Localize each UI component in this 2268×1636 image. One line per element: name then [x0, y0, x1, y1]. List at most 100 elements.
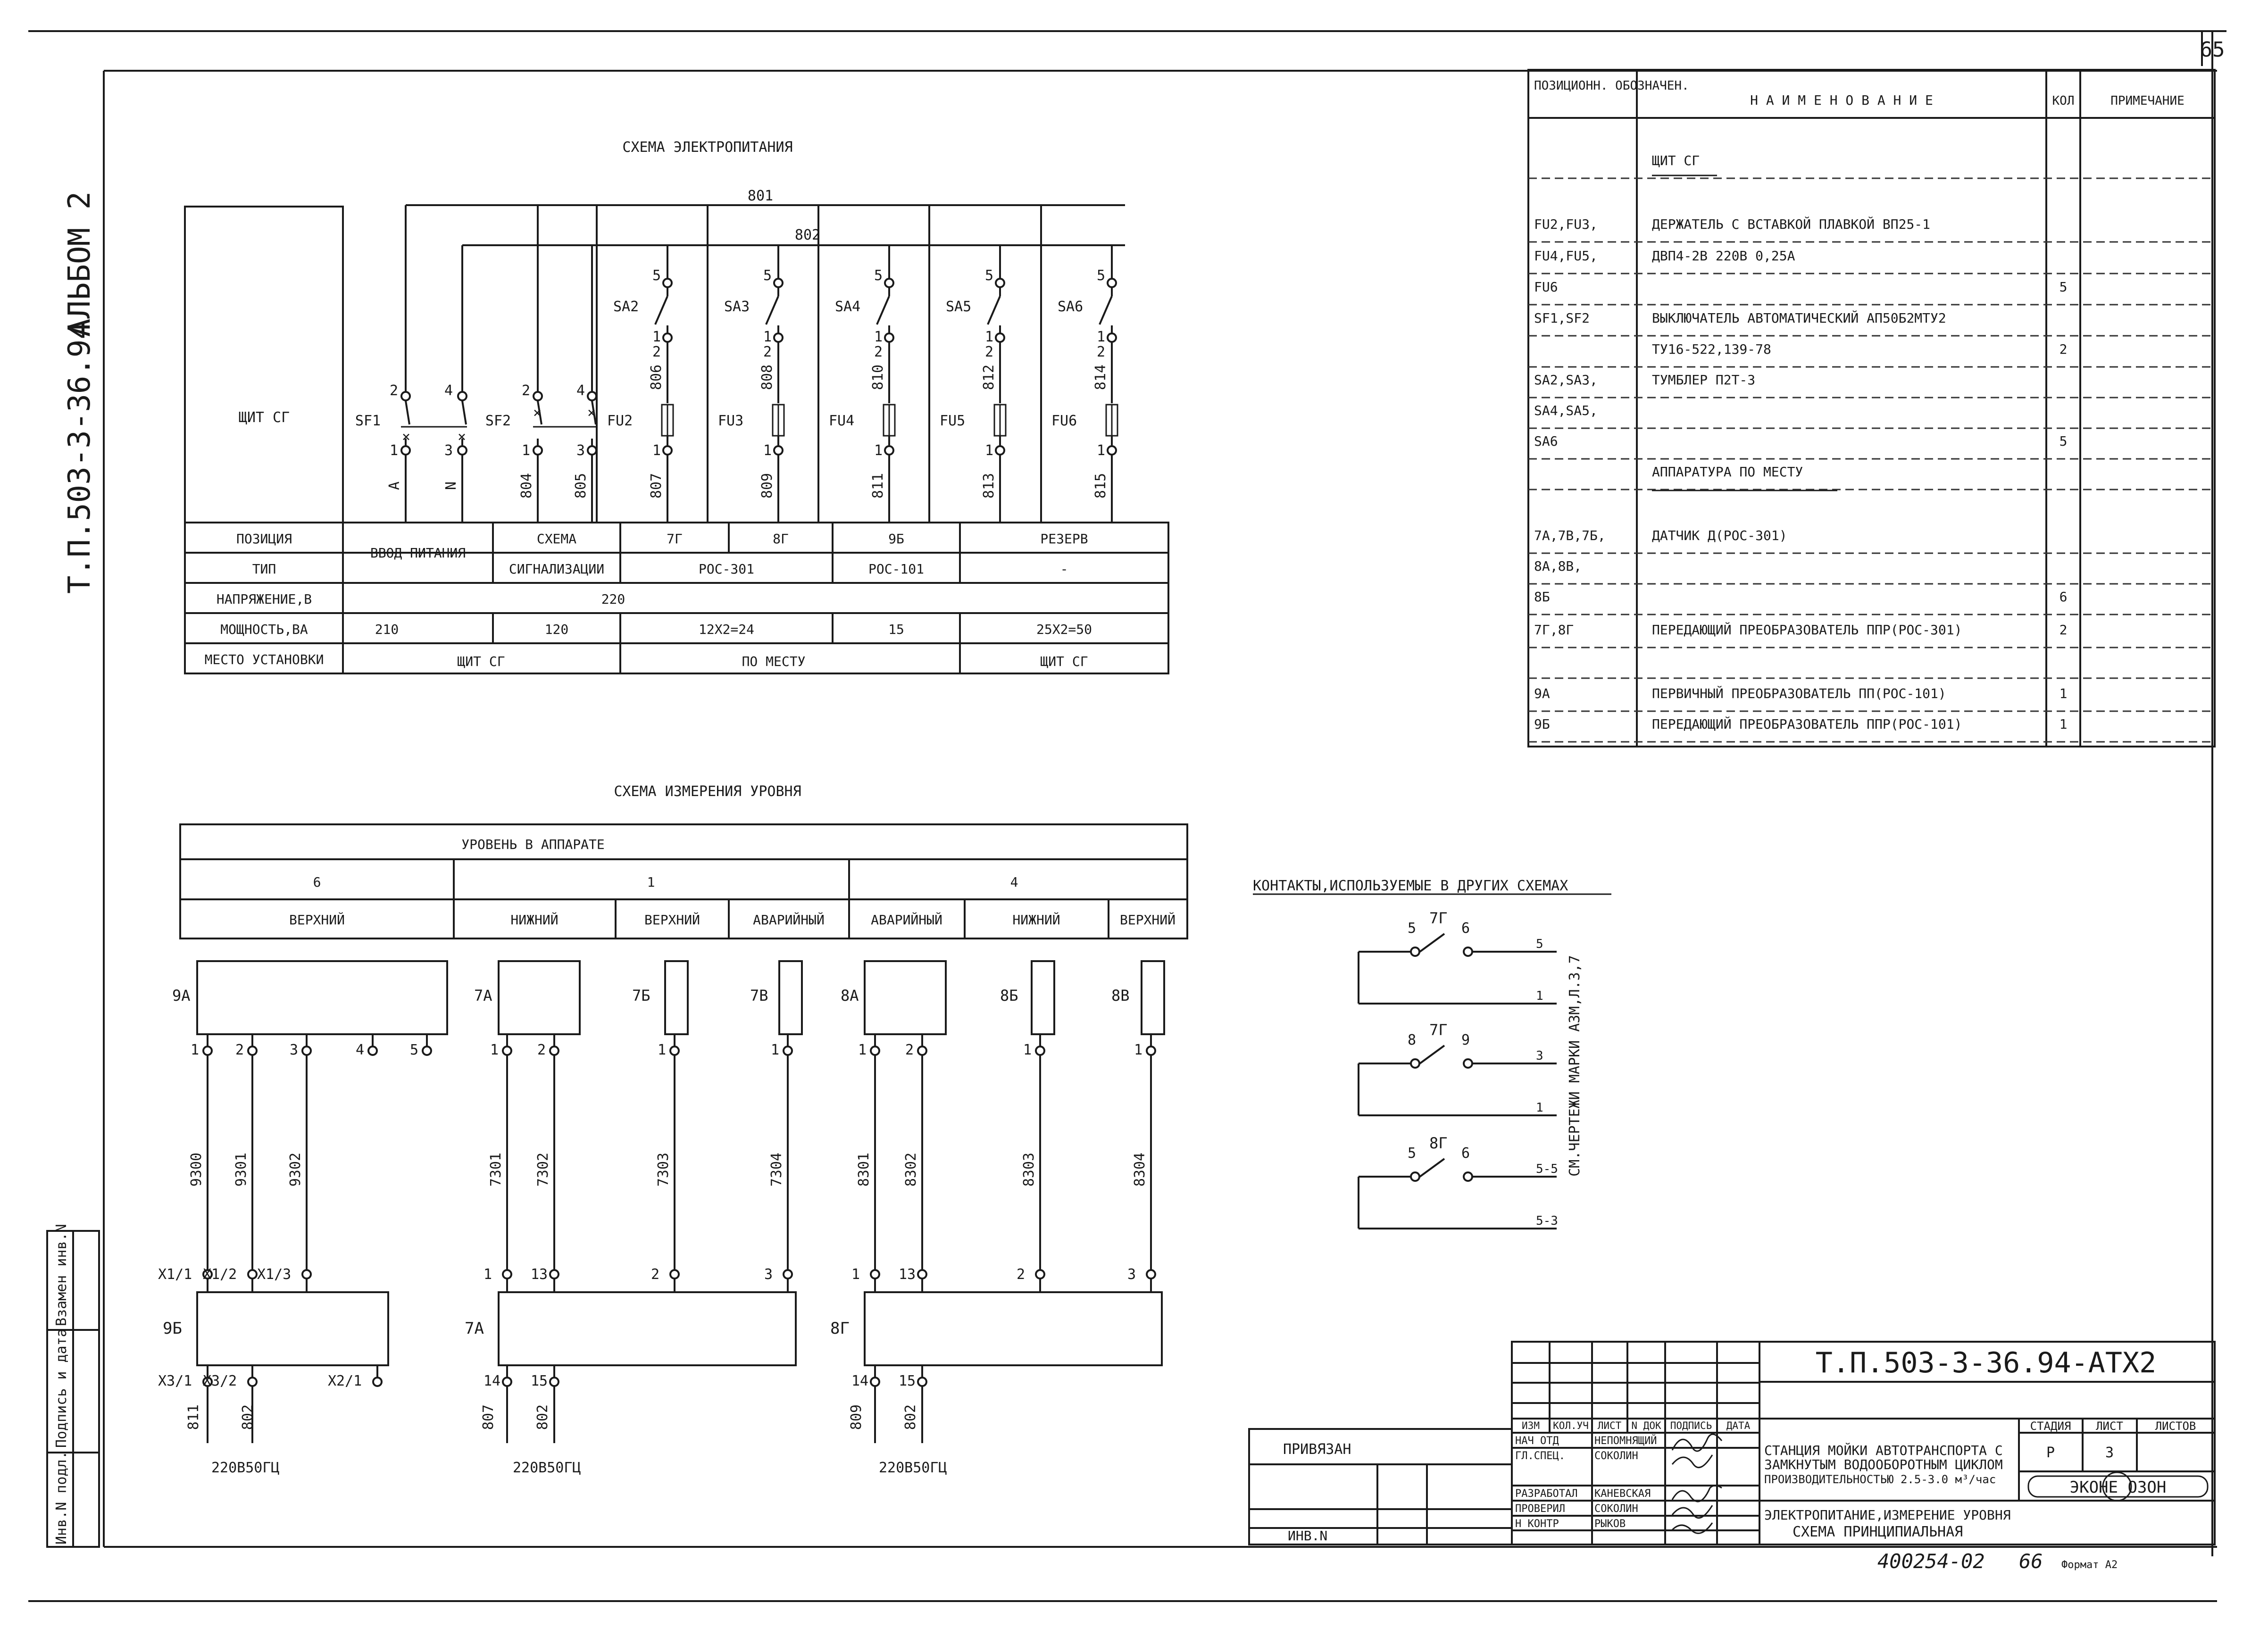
contacts-title: КОНТАКТЫ,ИСПОЛЬЗУЕМЫЕ В ДРУГИХ СХЕМАХ — [1253, 878, 1568, 894]
converter-1-in-label-1: 13 — [531, 1266, 548, 1283]
branch-3-pin-1: 1 — [985, 329, 993, 345]
sensor-label-6: 8В — [1111, 987, 1130, 1005]
spec-row-16-qty: 1 — [2060, 716, 2068, 732]
converter-2-in-label-3: 3 — [1127, 1266, 1136, 1283]
cell-type-ros101: РОС-101 — [868, 561, 924, 577]
branch-3-sa-label: SA5 — [946, 299, 971, 315]
spec-row-3-qty: 5 — [2060, 279, 2068, 295]
spec-head-name: Н А И М Е Н О В А Н И Е — [1750, 92, 1933, 108]
cell-power-2: 120 — [545, 622, 569, 637]
branch-2-fu-label: FU4 — [829, 413, 854, 429]
converter-1-out-pin-0 — [502, 1377, 512, 1387]
strip-vzamen: Взамен инв.N — [53, 1224, 70, 1326]
sensor-0-pin-0 — [202, 1046, 213, 1056]
spec-row-16-pos: 9Б — [1534, 716, 1550, 732]
branch-1-pin-5: 5 — [763, 267, 772, 284]
page-number: 65 — [2200, 38, 2225, 62]
cell-power-3: 12Х2=24 — [699, 622, 754, 637]
bus-802-label: 802 — [795, 227, 820, 243]
sf2-pin-2: 2 — [522, 382, 530, 399]
sensor-label-0: 9А — [172, 987, 191, 1005]
branch-2-wire-2: 811 — [870, 473, 886, 498]
row-label-voltage: НАПРЯЖЕНИЕ,В — [217, 591, 312, 607]
converter-1-in-pin-3 — [783, 1269, 793, 1279]
contact-1-pin-a-label: 8 — [1408, 1032, 1416, 1048]
sensor-label-3: 7В — [750, 987, 768, 1005]
level-col-2: НИЖНИЙ — [510, 912, 558, 928]
signature-3 — [1671, 1485, 1722, 1503]
contact-0-blade — [1419, 933, 1445, 953]
branch-1-pin-1: 1 — [763, 329, 772, 345]
cell-power-4: 15 — [888, 622, 904, 637]
contact-2-blade — [1419, 1158, 1445, 1178]
sensor-6-pin-num-0: 1 — [1134, 1042, 1142, 1058]
converter-box-0 — [196, 1291, 389, 1366]
stamp-role-2: ГЛ.СПЕЦ. — [1515, 1450, 1565, 1462]
sensor-label-1: 7А — [474, 987, 492, 1005]
cell-pos-reserve: РЕЗЕРВ — [1040, 531, 1088, 547]
spec-head-qty: КОЛ — [2052, 94, 2075, 108]
branch-0-fu-label: FU2 — [607, 413, 633, 429]
branch-0-pin-mid — [662, 332, 673, 343]
org-logo-text: ЭКОНЕ ОЗОН — [2070, 1478, 2167, 1497]
sf2-pin-3: 3 — [576, 442, 585, 459]
converter-2-out-label-0: 14 — [851, 1373, 868, 1389]
spec-row-2-pos: FU4,FU5, — [1534, 248, 1598, 264]
sheet-header: ЛИСТ — [2096, 1420, 2123, 1433]
sensor-4-pin-1 — [917, 1046, 927, 1056]
converter-0-out-label-2: X2/1 — [328, 1373, 362, 1389]
attached-label: ПРИВЯЗАН — [1283, 1441, 1351, 1458]
stamp-h-kol: КОЛ.УЧ — [1553, 1420, 1589, 1431]
row-label-type: ТИП — [252, 561, 276, 577]
spec-row-15-name: ПЕРВИЧНЫЙ ПРЕОБРАЗОВАТЕЛЬ ПП(РОС-101) — [1652, 685, 1946, 701]
converter-0-out-pin-2 — [372, 1377, 383, 1387]
converter-1-in-pin-2 — [669, 1269, 680, 1279]
format-label: Формат А2 — [2061, 1559, 2118, 1571]
spec-row-13-pos: 7Г,8Г — [1534, 622, 1574, 638]
spec-row-12-qty: 6 — [2060, 589, 2068, 605]
contact-0-right-top: 5 — [1536, 937, 1543, 951]
sensor-box-6 — [1141, 960, 1165, 1035]
spec-row-13-qty: 2 — [2060, 622, 2068, 638]
sheets-header: ЛИСТОВ — [2155, 1420, 2196, 1433]
signal-wire-label-2: 9302 — [287, 1153, 304, 1187]
sensor-box-3 — [778, 960, 803, 1035]
left-strip: Инв.N подл. Подпись и дата Взамен инв.N — [46, 1224, 100, 1548]
sensor-3-pin-num-0: 1 — [771, 1042, 779, 1058]
converter-0-out-label-0: X3/1 — [158, 1373, 192, 1389]
stamp-role-4: ПРОВЕРИЛ — [1515, 1503, 1565, 1515]
bus-801-label: 801 — [748, 188, 773, 204]
cell-signal-2: СИГНАЛИЗАЦИИ — [509, 561, 604, 577]
circuit-breaker-sf2: SF2 2 4 × × 1 3 804 805 — [485, 205, 597, 523]
branch-3-wire-2: 813 — [981, 473, 997, 498]
branch-0-wire-1: 806 — [648, 365, 665, 390]
spec-head-pos: ПОЗИЦИОНН. ОБОЗНАЧЕН. — [1534, 79, 1689, 93]
cell-signal-1: СХЕМА — [537, 531, 576, 547]
branch-4-sa-label: SA6 — [1058, 299, 1083, 315]
branch-4-wire-2: 815 — [1092, 473, 1109, 498]
level-scheme-title: СХЕМА ИЗМЕРЕНИЯ УРОВНЯ — [614, 783, 801, 800]
branch-1-wire-2: 809 — [759, 473, 775, 498]
sf1-pin-2: 2 — [390, 382, 398, 399]
sensor-5-pin-num-0: 1 — [1023, 1042, 1032, 1058]
contact-2-pin-a — [1410, 1171, 1420, 1182]
signal-wire-label-4: 7302 — [535, 1153, 551, 1187]
spec-head-note: ПРИМЕЧАНИЕ — [2110, 94, 2185, 108]
inv-label: ИНВ.N — [1288, 1528, 1327, 1544]
spec-row-2-name: ДВП4-2В 220В 0,25А — [1652, 248, 1795, 264]
sensor-0-pin-num-1: 2 — [235, 1042, 244, 1058]
power-scheme-title: СХЕМА ЭЛЕКТРОПИТАНИЯ — [622, 139, 792, 156]
spec-row-10-pos: 7А,7В,7Б, — [1534, 528, 1606, 543]
branch-0-pin-1: 1 — [652, 329, 661, 345]
branch-1-pin-top — [773, 278, 784, 288]
sensor-0-pin-num-0: 1 — [191, 1042, 199, 1058]
sensor-1-pin-num-1: 2 — [537, 1042, 546, 1058]
sensor-0-pin-2 — [301, 1046, 312, 1056]
signal-wire-label-10: 8304 — [1132, 1153, 1148, 1187]
branch-1-sa-label: SA3 — [724, 299, 750, 315]
branch-2-pin-1b: 1 — [874, 442, 883, 459]
branch-1-fu-label: FU3 — [718, 413, 743, 429]
converter-2-wire-num-1: 802 — [902, 1404, 919, 1430]
branch-3-wire-1: 812 — [981, 365, 997, 390]
